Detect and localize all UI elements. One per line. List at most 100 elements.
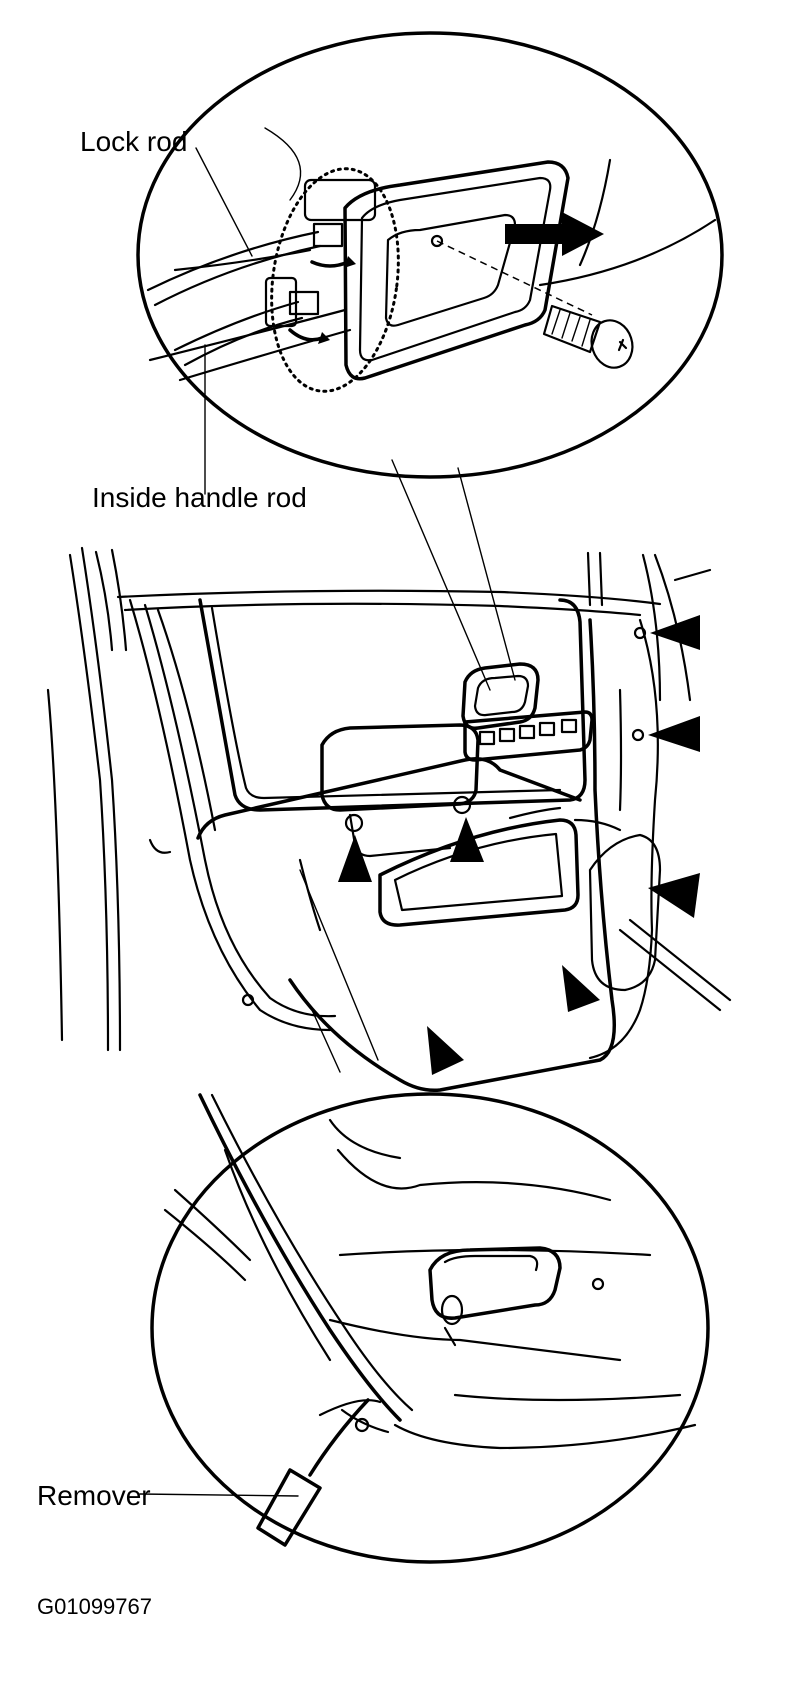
pull-direction-arrow-icon (505, 212, 604, 256)
door-trim-outline (588, 618, 659, 1060)
screw-icon (542, 304, 634, 369)
door-trim-outline (288, 618, 616, 1093)
panel-contour (538, 218, 717, 287)
panel-contour (328, 1118, 402, 1160)
armrest-edge (196, 757, 582, 840)
clip-location-arrowhead-icon (450, 817, 484, 862)
lock-rod-clip (312, 222, 344, 248)
clip-location-arrowhead-icon (338, 835, 372, 882)
unclip-arrow-icon (288, 328, 324, 342)
trim-edge (393, 1423, 697, 1450)
screw-hole (241, 993, 255, 1007)
door-seal (173, 1188, 252, 1262)
handle-detail-view (136, 31, 724, 691)
panel-contour (178, 328, 352, 382)
right-frame-line (673, 568, 712, 582)
inside-handle-rod-label: Inside handle rod (92, 482, 307, 513)
door-edge (156, 608, 217, 832)
screw-hole (430, 234, 444, 248)
upper-trim-recess-inner (210, 606, 562, 800)
grip-detail (443, 1326, 457, 1347)
hinge-detail (148, 838, 172, 854)
clip-mount (264, 276, 298, 328)
clip-location-arrowhead-icon (648, 716, 700, 752)
door-frame-line (80, 546, 122, 1052)
handle-housing (303, 178, 377, 222)
door-seal (223, 1148, 332, 1362)
door-edge (210, 1093, 414, 1412)
screw-cap (452, 795, 472, 815)
armrest-grip-edge (443, 1254, 539, 1272)
unclip-arrow-icon (310, 260, 350, 268)
right-frame-line (598, 551, 604, 607)
zoom-line (391, 459, 491, 691)
panel-contour (148, 308, 347, 362)
door-edge (143, 603, 337, 1018)
sill-line (618, 928, 722, 1012)
inner-handle (473, 674, 530, 717)
window-switch-icon (478, 718, 578, 746)
door-panel (46, 546, 732, 1093)
trim-edge (298, 858, 322, 932)
zoom-line (299, 869, 379, 1061)
lock-rod (153, 244, 322, 307)
remover-label: Remover (37, 1480, 151, 1511)
panel-contour (264, 127, 302, 201)
bottom-detail-circle (150, 1092, 710, 1564)
trim-contour (573, 818, 622, 832)
clip-location-arrowhead-icon (648, 873, 700, 918)
sill-line (628, 918, 732, 1002)
switch-panel (463, 710, 594, 762)
screw-hole (591, 1277, 605, 1291)
trim-edge (618, 688, 623, 812)
clip-hole (631, 728, 645, 742)
remover-detail-view (139, 1092, 710, 1564)
door-edge (198, 1093, 402, 1422)
clip-location-arrowhead-icon (562, 965, 600, 1012)
door-pocket-inner (393, 832, 564, 912)
inside-handle-rod (183, 316, 304, 367)
panel-contour (336, 1148, 612, 1202)
trim-edge (328, 1318, 622, 1362)
remover-tool-handle (256, 1468, 322, 1547)
remover-leader (139, 1493, 299, 1497)
door-frame-line (110, 548, 128, 652)
panel-top-edge (123, 602, 642, 617)
remover-tool-tip (318, 1399, 382, 1417)
panel-top-edge (116, 589, 662, 606)
remover-tool (308, 1398, 370, 1477)
lock-rod-leader (195, 147, 253, 257)
right-frame-line (641, 553, 662, 702)
speaker-cover (588, 833, 662, 992)
door-edge (128, 598, 332, 1032)
clip-location-arrowhead-icon (427, 1026, 464, 1075)
handle-lever (384, 213, 517, 327)
door-frame-line (94, 550, 114, 652)
armrest-grip (320, 723, 480, 812)
clip-hole (354, 1417, 370, 1433)
unclip-arrow-icon (318, 332, 330, 344)
inside-handle-rod (173, 300, 300, 352)
door-frame-line (46, 688, 64, 1042)
screw-axis (436, 240, 593, 316)
screw-cap (440, 1294, 464, 1326)
panel-contour (578, 158, 612, 267)
armrest-grip (428, 1246, 562, 1320)
door-frame-line (68, 553, 110, 1052)
handle-bezel (343, 160, 570, 381)
figure-id: G01099767 (37, 1594, 152, 1619)
door-seal (163, 1208, 247, 1282)
screw-cap (344, 813, 364, 833)
lock-rod-label: Lock rod (80, 126, 188, 157)
handle-bezel-inner (358, 176, 552, 362)
zoom-line (311, 1009, 341, 1073)
clip-hole (633, 626, 647, 640)
connection-highlight (270, 167, 400, 393)
right-frame-line (586, 551, 592, 607)
clip-location-arrowhead-icon (650, 615, 700, 650)
top-detail-circle (136, 31, 724, 479)
handle-rod-clip (288, 290, 320, 316)
zoom-line (457, 467, 516, 681)
